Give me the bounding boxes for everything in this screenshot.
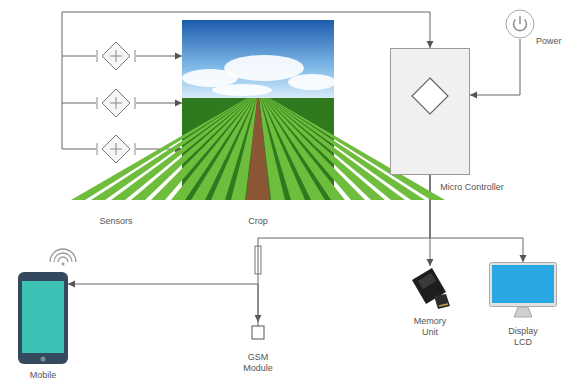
connector [68, 281, 258, 323]
power-icon-graphic [505, 9, 535, 39]
sensor-bars [97, 97, 135, 109]
sensor-bars [97, 50, 135, 62]
field-path [246, 98, 270, 200]
memory-unit: Memory Unit [400, 266, 460, 339]
display-lcd: Display LCD [488, 262, 558, 349]
phone-screen [22, 281, 64, 353]
crop-row [265, 98, 385, 200]
mobile-phone-shape [18, 272, 68, 364]
controller-unit-shape [390, 48, 470, 175]
phone-body [18, 272, 68, 364]
crop-image-graphic [182, 20, 334, 200]
memory-label: Memory Unit [410, 316, 450, 338]
crop-label: Crop [182, 216, 334, 227]
arrowhead [175, 53, 182, 60]
crop-image-shape [182, 20, 334, 200]
sensor-symbol [97, 135, 135, 163]
controller-diamond [412, 78, 448, 114]
memory-card-label [418, 273, 436, 289]
sensor-symbol [97, 89, 135, 117]
wifi-arc [50, 249, 76, 262]
gsm-label: GSM Module [236, 352, 280, 374]
card-contacts [439, 304, 448, 306]
connector-line [62, 103, 96, 149]
controller-unit: Micro Controller [390, 48, 505, 194]
controller-label: Micro Controller [440, 182, 504, 193]
display-label: Display LCD [503, 326, 543, 348]
arrowhead [427, 259, 434, 266]
memory-unit-shape [406, 266, 454, 310]
arrowhead [175, 100, 182, 107]
arrowhead [427, 41, 434, 48]
gsm-module-graphic [251, 322, 265, 340]
cloud [288, 74, 336, 90]
crop-row [266, 98, 405, 200]
monitor-screen [492, 265, 554, 303]
connector [430, 175, 527, 262]
sensor-symbol [97, 42, 135, 70]
gsm-antenna [258, 322, 259, 326]
arrowhead [470, 92, 477, 99]
mobile-phone: Mobile [10, 272, 77, 382]
display-lcd-graphic [489, 262, 557, 318]
phone-button [41, 357, 46, 362]
mobile-label: Mobile [10, 370, 76, 381]
memory-unit-graphic [406, 266, 454, 310]
power-symbol [514, 16, 527, 31]
power-label: Power [536, 36, 567, 47]
cloud [224, 55, 304, 81]
crop-row [264, 98, 365, 200]
power-icon-shape [505, 9, 535, 39]
arrowhead [68, 281, 75, 288]
gsm-module-shape [251, 322, 265, 340]
monitor-frame [490, 263, 557, 307]
wifi-dot [62, 263, 65, 266]
cloud [212, 84, 272, 96]
crop-image: Crop [182, 20, 335, 228]
gsm-module: GSM Module [228, 322, 288, 375]
sensor-label: Sensors [86, 216, 146, 227]
controller-unit-graphic [390, 48, 470, 175]
wifi-symbol [50, 249, 76, 266]
display-lcd-shape [489, 262, 557, 318]
sensor-group-graphic [96, 40, 136, 170]
power-icon: Power [505, 9, 568, 48]
connector [470, 39, 520, 99]
micro-sd-card [434, 294, 450, 309]
monitor-stand [514, 307, 532, 317]
sensor-bars [97, 143, 135, 155]
connector-line [68, 284, 258, 322]
mobile-phone-graphic [18, 272, 68, 364]
connector-line [470, 39, 520, 95]
connector [136, 53, 182, 153]
gsm-box [252, 326, 264, 339]
connector-line [62, 56, 96, 103]
connector-line [430, 175, 523, 262]
wifi-arc [58, 257, 68, 262]
power-button [506, 10, 534, 38]
arrowhead [520, 255, 527, 262]
controller-box [391, 49, 470, 175]
wifi-arc [54, 253, 72, 262]
sensor-group-shape [96, 40, 136, 170]
